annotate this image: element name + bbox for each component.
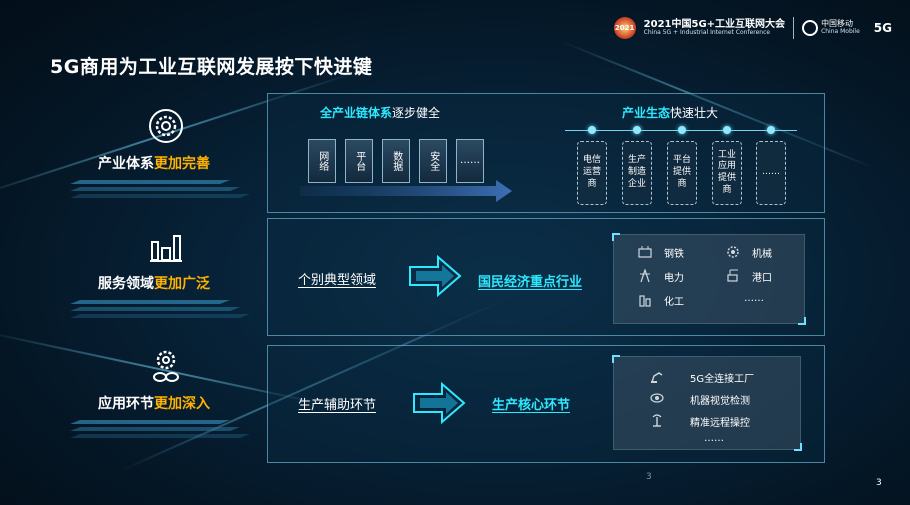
steel-icon xyxy=(638,246,652,258)
left-label: 服务领域更加广泛 xyxy=(98,273,210,293)
label-highlight: 更加广泛 xyxy=(154,276,210,292)
logo-divider xyxy=(793,17,795,39)
eco-title-rest: 快速壮大 xyxy=(670,106,719,120)
chemical-icon xyxy=(639,295,651,307)
chain-item: 平台 xyxy=(345,139,373,183)
platform-stripes xyxy=(70,180,250,198)
platform-stripes xyxy=(70,420,250,438)
corner-mark xyxy=(612,233,620,241)
label-text: 产业体系 xyxy=(98,156,154,172)
arrow-right-icon xyxy=(409,255,462,297)
chain-arrow xyxy=(300,180,512,202)
application-label: 5G全连接工厂 xyxy=(690,374,755,385)
panel-application: 生产辅助环节 生产核心环节 5G全连接工厂 机器视觉检测 精准远程操控 …… xyxy=(267,345,825,463)
industry-label: 钢铁 xyxy=(664,249,684,260)
corner-mark xyxy=(794,443,802,451)
eco-dot xyxy=(723,126,731,134)
chain-title: 全产业链体系逐步健全 xyxy=(320,104,440,121)
label-text: 服务领域 xyxy=(98,276,154,292)
left-item-application: 应用环节更加深入 xyxy=(70,348,260,438)
chain-title-rest: 逐步健全 xyxy=(392,106,441,120)
conference-en: China 5G + Industrial Internet Conferenc… xyxy=(643,29,771,37)
corner-mark xyxy=(798,317,806,325)
chain-title-highlight: 全产业链体系 xyxy=(320,106,393,120)
robot-arm-icon xyxy=(651,372,663,383)
application-label: 机器视觉检测 xyxy=(690,396,750,407)
page-number: 3 xyxy=(876,478,882,488)
eco-item: …… xyxy=(756,141,786,205)
gear-circle-icon xyxy=(149,109,183,143)
partner-en: China Mobile xyxy=(821,28,860,36)
platform-stripes xyxy=(70,300,250,318)
header-logos: 2021 2021中国5G+工业互联网大会 China 5G + Industr… xyxy=(613,14,892,42)
industry-grid: 钢铁 机械 电力 港口 化工 …… xyxy=(612,233,806,325)
eco-item: 平台提供商 xyxy=(667,141,697,205)
industry-label: 化工 xyxy=(664,297,684,308)
left-label: 应用环节更加深入 xyxy=(98,393,210,413)
chain-item: …… xyxy=(456,139,484,183)
conference-cn: 2021中国5G+工业互联网大会 xyxy=(643,19,786,31)
chain-item: 网络 xyxy=(308,139,336,183)
partner-cn: 中国移动 xyxy=(821,19,854,29)
badge-text: 2021 xyxy=(614,24,635,32)
panel-industry-chain: 全产业链体系逐步健全 网络 平台 数据 安全 …… 产业生态快速壮大 电信运营商… xyxy=(267,93,825,213)
china-mobile-logo: 中国移动 China Mobile xyxy=(802,19,860,36)
eco-title-highlight: 产业生态 xyxy=(622,106,671,120)
conference-name: 2021中国5G+工业互联网大会 China 5G + Industrial I… xyxy=(644,19,785,37)
to-text: 国民经济重点行业 xyxy=(478,275,583,290)
industry-label: …… xyxy=(744,293,764,304)
eco-dot xyxy=(633,126,641,134)
eco-title: 产业生态快速壮大 xyxy=(622,104,718,121)
arrow-right-icon xyxy=(413,382,466,424)
to-text: 生产核心环节 xyxy=(492,398,571,413)
power-tower-icon xyxy=(640,269,650,283)
remote-control-icon xyxy=(652,414,662,427)
machinery-icon xyxy=(727,246,739,258)
more-label: …… xyxy=(704,433,724,444)
from-text: 生产辅助环节 xyxy=(298,398,377,413)
left-item-industry-system: 产业体系更加完善 xyxy=(70,108,260,198)
eco-dot xyxy=(588,126,596,134)
label-text: 应用环节 xyxy=(98,396,154,412)
conference-logo-icon: 2021 xyxy=(613,17,636,39)
application-grid: 5G全连接工厂 机器视觉检测 精准远程操控 …… xyxy=(612,355,802,451)
industry-label: 电力 xyxy=(664,273,684,284)
industry-label: 机械 xyxy=(752,249,772,260)
left-label: 产业体系更加完善 xyxy=(98,153,210,173)
page-title: 5G商用为工业互联网发展按下快进键 xyxy=(50,56,373,78)
eco-dot xyxy=(678,126,686,134)
page-number-center: 3 xyxy=(646,472,652,482)
application-label: 精准远程操控 xyxy=(690,418,750,429)
from-text: 个别典型领域 xyxy=(298,273,377,288)
factory-icon xyxy=(150,235,182,262)
china-mobile-text: 中国移动 China Mobile xyxy=(821,19,860,36)
chain-item: 安全 xyxy=(419,139,447,183)
eco-dot xyxy=(767,126,775,134)
label-highlight: 更加完善 xyxy=(154,156,210,172)
panel-service-domain: 个别典型领域 国民经济重点行业 钢铁 机械 电力 港口 化工 …… xyxy=(267,218,825,336)
eco-item: 工业应用提供商 xyxy=(712,141,742,205)
eco-item: 电信运营商 xyxy=(577,141,607,205)
port-crane-icon xyxy=(727,269,738,282)
chain-item: 数据 xyxy=(382,139,410,183)
corner-mark xyxy=(612,355,620,363)
eco-item: 生产制造企业 xyxy=(622,141,652,205)
china-mobile-icon xyxy=(802,20,819,36)
label-highlight: 更加深入 xyxy=(154,396,210,412)
gear-chain-icon xyxy=(153,350,179,382)
5g-logo: 5G xyxy=(873,21,892,35)
industry-label: 港口 xyxy=(752,273,772,284)
left-item-service-domain: 服务领域更加广泛 xyxy=(70,228,260,318)
vision-icon xyxy=(650,393,664,403)
